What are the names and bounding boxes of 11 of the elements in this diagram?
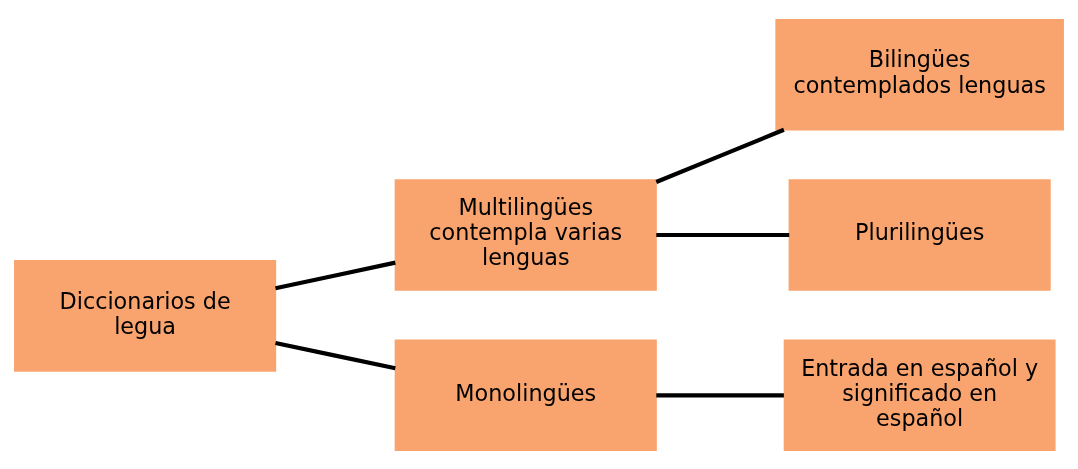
node-box: Bilingües contemplados lenguas xyxy=(775,18,1064,130)
node-box: Entrada en español y significado en español xyxy=(783,339,1056,451)
connector xyxy=(656,392,784,397)
node-box: Multilingües contempla varias lenguas xyxy=(394,178,657,291)
connector xyxy=(656,232,790,237)
node-box: Plurilingües xyxy=(788,178,1051,291)
connector xyxy=(275,340,396,370)
connector xyxy=(275,260,396,290)
connector xyxy=(655,127,785,184)
node-box: Diccionarios de legua xyxy=(14,259,277,372)
node-box: Monolingües xyxy=(394,339,657,451)
